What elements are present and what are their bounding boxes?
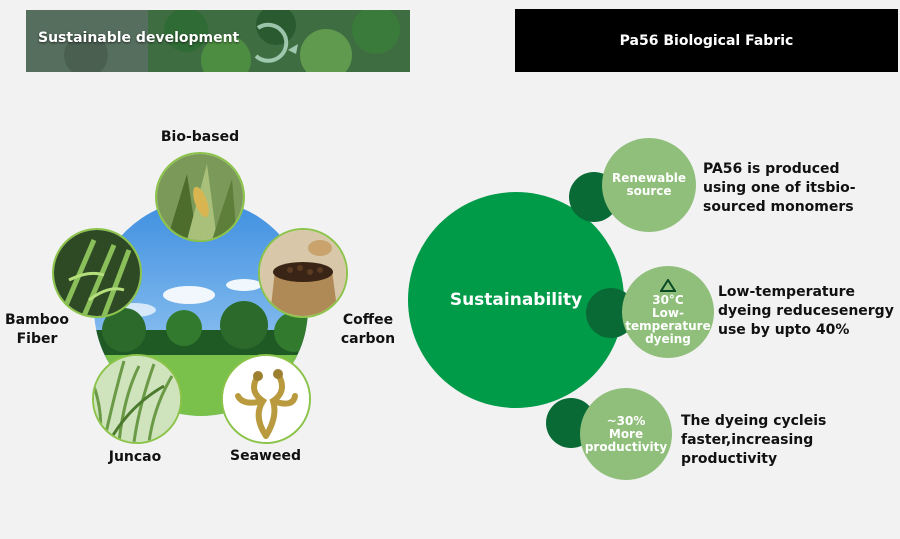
- ring-label-juncao: Juncao: [108, 449, 162, 465]
- header-left-title: Sustainable development: [38, 30, 240, 46]
- bamboo-fiber-image: [52, 228, 142, 318]
- forest-image: [26, 10, 410, 72]
- low-temp-description: Low-temperature dyeing reducesenergy use…: [718, 284, 894, 338]
- sustainability-circle: Sustainability: [408, 192, 624, 408]
- coffee-carbon-image: [258, 228, 348, 318]
- juncao-image: [92, 354, 182, 444]
- productivity-circle: ~30% More productivity: [580, 388, 672, 480]
- ring-label-coffee-carbon: Coffee carbon: [340, 312, 396, 347]
- productivity-description: The dyeing cycleis faster,increasing pro…: [681, 413, 827, 467]
- header-title-banner: Pa56 Biological Fabric: [515, 9, 898, 72]
- bio-based-image: [155, 152, 245, 242]
- ring-label-bio-based: Bio-based: [160, 129, 240, 145]
- renewable-description: PA56 is produced using one of itsbio-sou…: [703, 161, 856, 215]
- sustainability-label: Sustainability: [449, 290, 583, 310]
- renewable-circle: Renewable source: [602, 138, 696, 232]
- low-temp-circle: 30°C Low- temperature dyeing: [622, 266, 714, 358]
- seaweed-image: [221, 354, 311, 444]
- header-image-banner: Sustainable development: [26, 10, 410, 72]
- ring-label-seaweed: Seaweed: [230, 448, 301, 464]
- ring-label-bamboo-fiber: Bamboo Fiber: [5, 312, 69, 347]
- header-right-title: Pa56 Biological Fabric: [619, 32, 794, 49]
- triangle-icon: [660, 278, 676, 292]
